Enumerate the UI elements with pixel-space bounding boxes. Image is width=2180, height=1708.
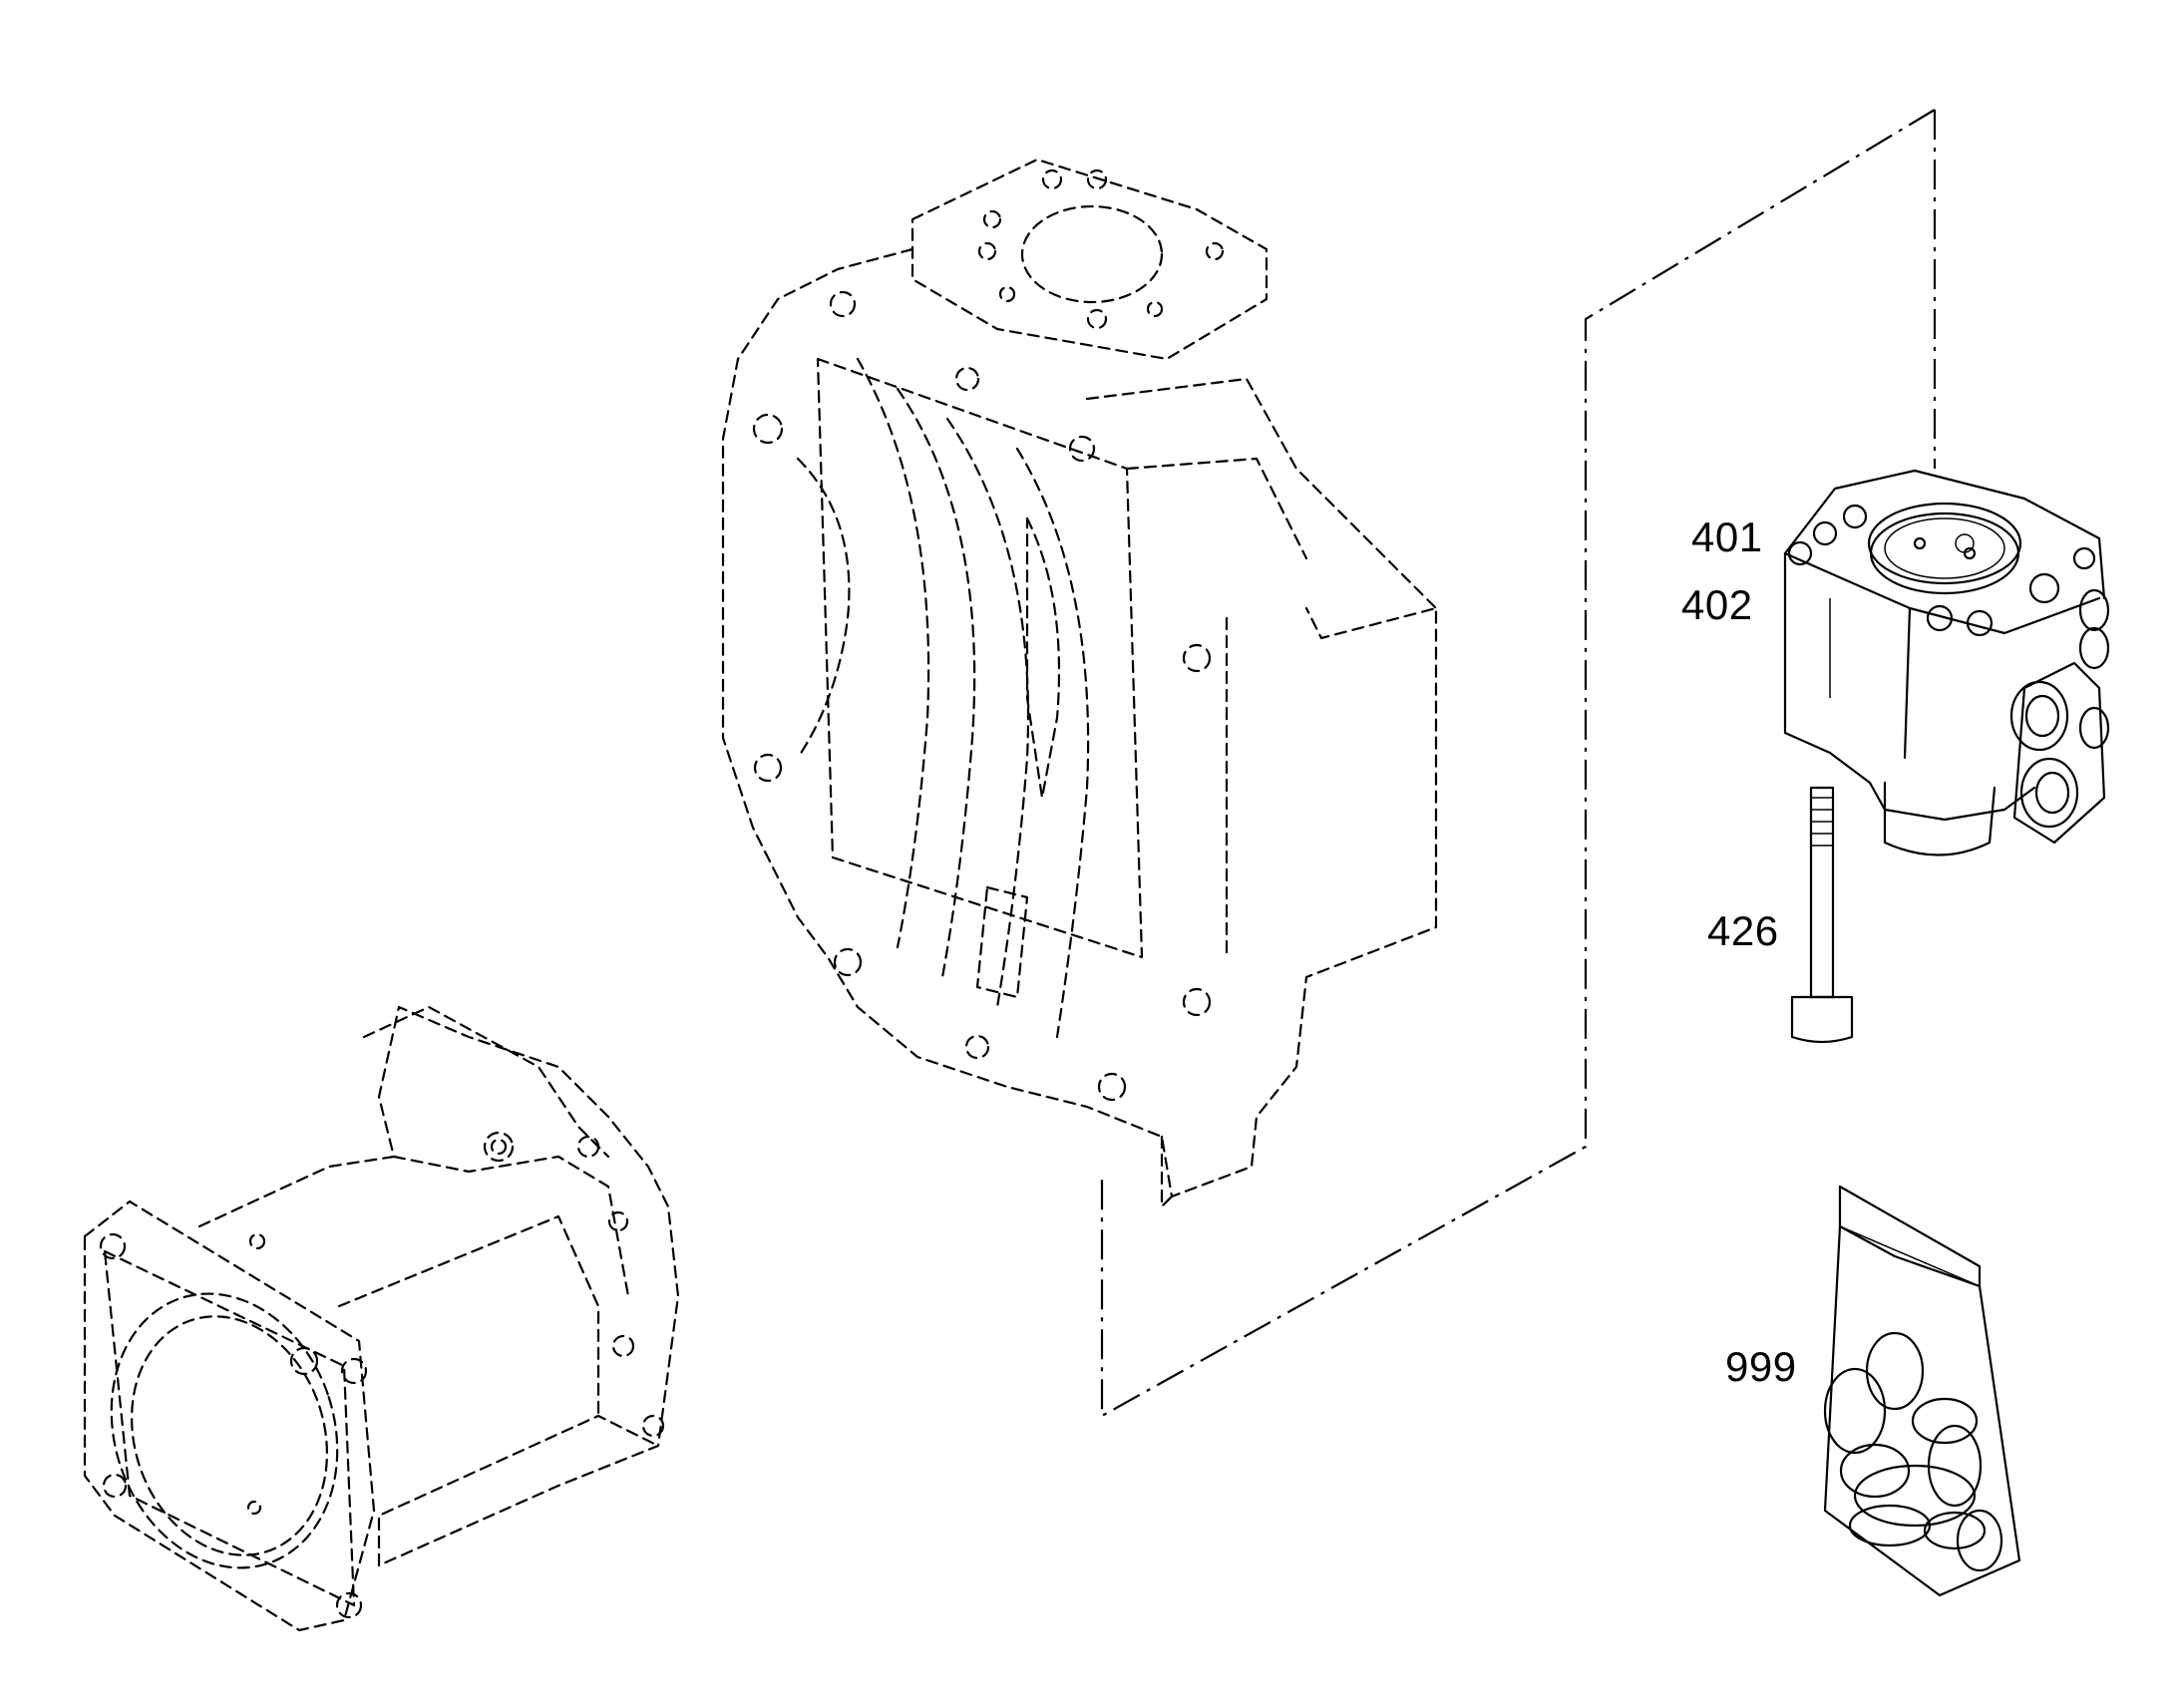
valve-block-401-402 [1783, 469, 2110, 856]
assembly-centerline [1100, 109, 1937, 1418]
main-housing-dashed [721, 158, 1438, 1208]
callout-402: 402 [1681, 581, 1753, 628]
callout-401: 401 [1691, 513, 1763, 560]
callout-426: 426 [1707, 907, 1779, 954]
seal-kit-bag-999 [1823, 1185, 2021, 1597]
adapter-housing-dashed [83, 1005, 680, 1632]
cap-screw-426 [1790, 786, 1854, 1044]
callout-999: 999 [1725, 1343, 1797, 1390]
